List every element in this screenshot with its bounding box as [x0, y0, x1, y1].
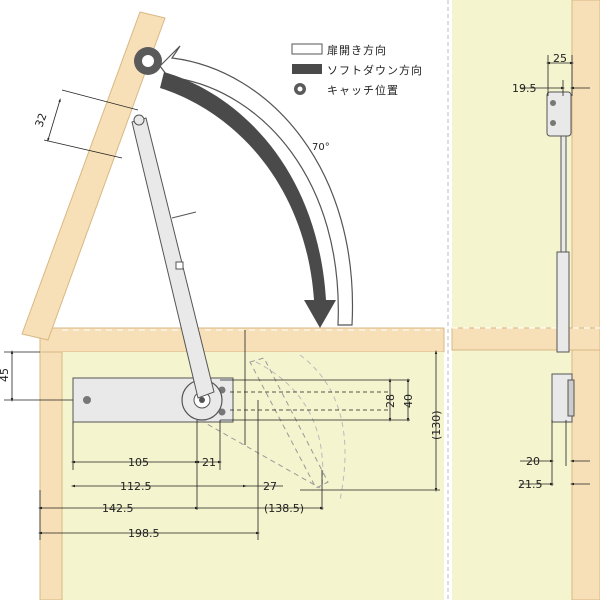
legend-catch-dot	[297, 86, 303, 92]
dim-28: 28	[384, 394, 397, 408]
dim-142-5: 142.5	[102, 502, 134, 515]
side-view-side-panel	[571, 0, 600, 601]
dim-27: 27	[263, 480, 277, 493]
screw-icon	[218, 408, 226, 416]
side-dim-25: 25	[553, 52, 567, 65]
dimension-lines	[4, 89, 440, 540]
catch-position-center	[142, 55, 154, 67]
side-dim-21-5: 21.5	[518, 478, 543, 491]
dim-105: 105	[128, 456, 149, 469]
legend-soft-down-label: ソフトダウン方向	[327, 63, 423, 77]
dim-138-5: (138.5)	[264, 502, 304, 515]
side-dim-19-5: 19.5	[512, 82, 537, 95]
side-dim-20: 20	[526, 455, 540, 468]
soft-down-direction-arrow	[160, 72, 336, 328]
arm-joint	[171, 211, 197, 219]
side-view-top-board	[451, 327, 600, 351]
folded-arm-ghost	[249, 357, 329, 489]
side-view-rod	[560, 135, 567, 257]
closed-arm-ghost	[255, 361, 324, 489]
lid-bracket	[133, 114, 145, 126]
cabinet-side-panel	[39, 351, 63, 601]
legend-open-swatch	[291, 43, 323, 55]
cabinet-top-board	[39, 327, 445, 353]
side-view-base-plate	[567, 379, 575, 417]
legend-soft-down-swatch	[292, 64, 322, 74]
angle-label: 70°	[312, 142, 330, 153]
legend: 扉開き方向 ソフトダウン方向 キャッチ位置	[291, 43, 423, 97]
dim-21: 21	[202, 456, 216, 469]
dim-198-5: 198.5	[128, 527, 160, 540]
open-direction-arrow	[159, 45, 354, 326]
open-lid	[21, 11, 166, 341]
side-view-cylinder	[556, 251, 570, 353]
bracket-screw-icon	[550, 120, 556, 126]
legend-open-label: 扉開き方向	[327, 43, 387, 57]
bracket-screw-icon	[550, 100, 556, 106]
side-view-bracket	[546, 91, 572, 137]
dim-40: 40	[402, 394, 415, 408]
dim-130: (130)	[430, 410, 443, 440]
pivot-pin	[199, 397, 205, 403]
screw-icon	[83, 396, 91, 404]
dim-32: 32	[33, 111, 50, 129]
dim-45: 45	[0, 368, 11, 382]
swing-arc-ghost	[299, 354, 346, 501]
side-dimension-lines	[520, 55, 590, 486]
arm-slot	[175, 261, 184, 270]
dim-112-5: 112.5	[120, 480, 152, 493]
legend-catch-label: キャッチ位置	[327, 83, 399, 97]
